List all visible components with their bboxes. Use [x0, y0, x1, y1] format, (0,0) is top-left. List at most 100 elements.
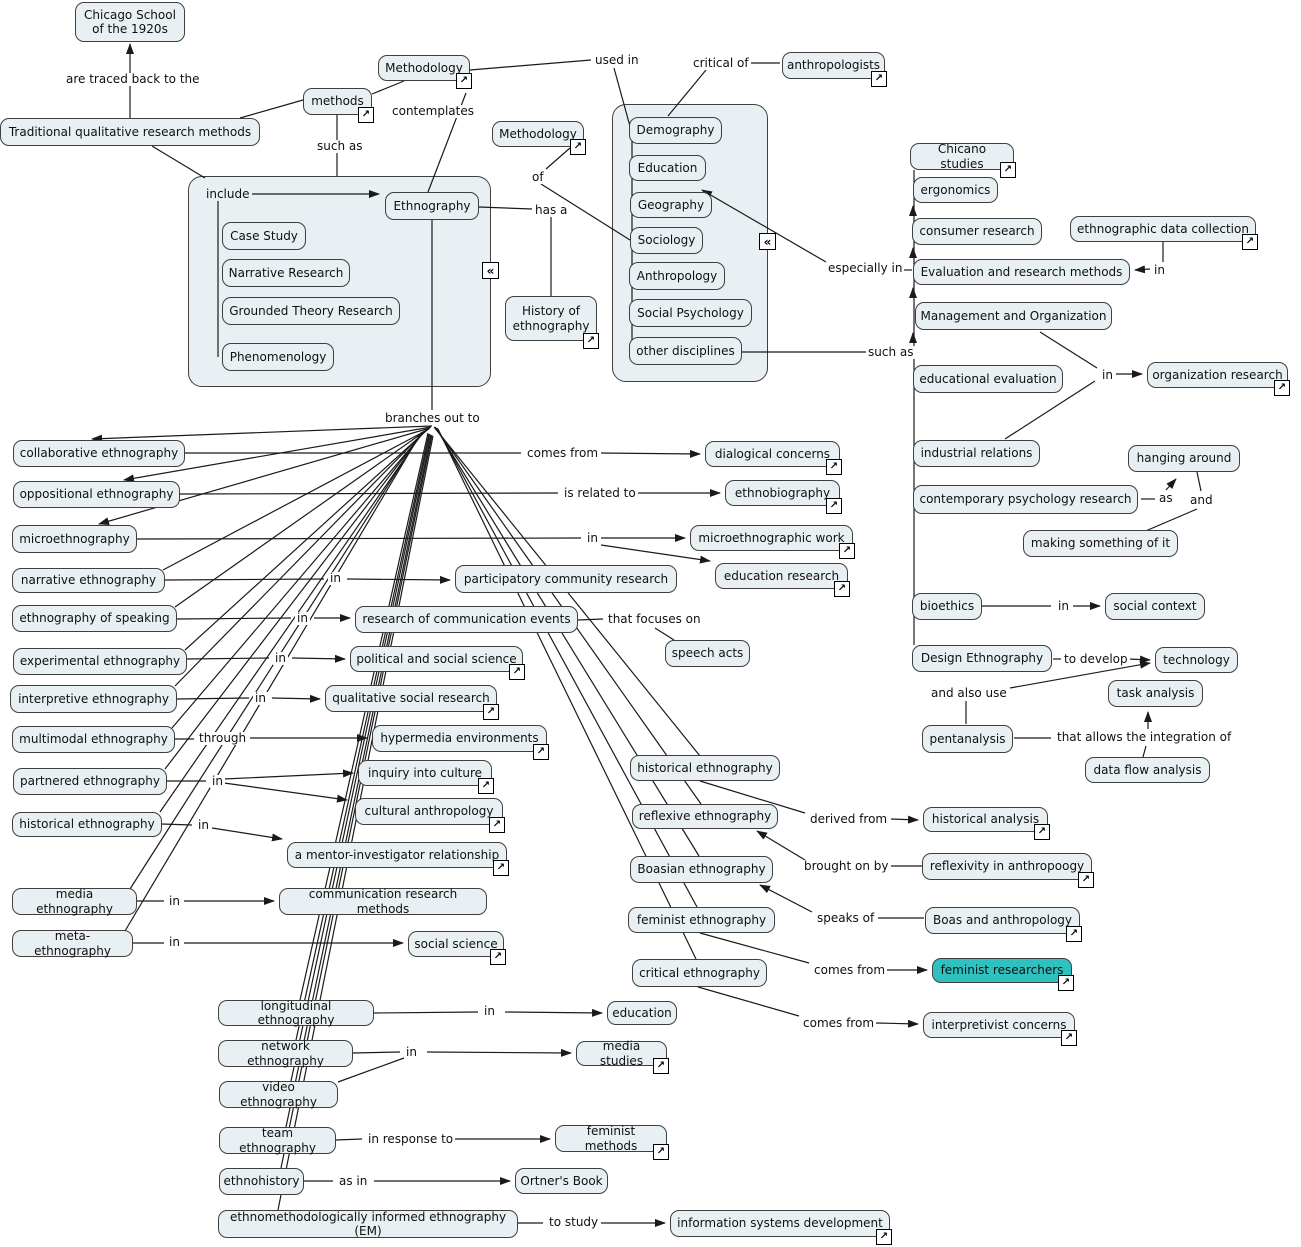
- node-making-something-of-it[interactable]: making something of it: [1023, 530, 1178, 557]
- node-educational-evaluation[interactable]: educational evaluation: [913, 365, 1063, 393]
- node-ethnographic-data-collection[interactable]: ethnographic data collection↗: [1070, 216, 1258, 250]
- link-label-in-narrative[interactable]: in: [328, 571, 343, 586]
- node-consumer-research[interactable]: consumer research: [912, 218, 1042, 245]
- node-information-systems-development[interactable]: information systems development↗: [670, 1210, 892, 1245]
- node-qualitative-social-research[interactable]: qualitative social research↗: [325, 685, 499, 720]
- link-label-in-bioethics[interactable]: in: [1056, 599, 1071, 614]
- link-label-derived-from[interactable]: derived from: [808, 812, 890, 827]
- link-label-to-study[interactable]: to study: [547, 1215, 601, 1230]
- resource-icon[interactable]: ↗: [533, 744, 549, 760]
- link-label-comes-from-3[interactable]: comes from: [801, 1016, 877, 1031]
- resource-icon[interactable]: ↗: [583, 333, 599, 349]
- node-collaborative-ethnography[interactable]: collaborative ethnography: [13, 440, 185, 467]
- node-participatory-community-research[interactable]: participatory community research: [455, 565, 677, 593]
- link-label-brought-on-by[interactable]: brought on by: [802, 859, 891, 874]
- node-social-context[interactable]: social context: [1105, 593, 1205, 620]
- link-label-in-network[interactable]: in: [404, 1045, 419, 1060]
- node-hanging-around[interactable]: hanging around: [1128, 445, 1240, 472]
- node-organization-research[interactable]: organization research↗: [1147, 362, 1290, 396]
- node-data-flow-analysis[interactable]: data flow analysis: [1085, 757, 1210, 783]
- node-experimental-ethnography[interactable]: experimental ethnography: [13, 648, 187, 675]
- resource-icon[interactable]: ↗: [509, 664, 525, 680]
- node-network-ethnography[interactable]: network ethnography: [218, 1039, 353, 1068]
- link-label-in-experimental[interactable]: in: [273, 651, 288, 666]
- node-ethnohistory[interactable]: ethnohistory: [219, 1168, 304, 1195]
- node-methodology-top[interactable]: Methodology↗: [378, 55, 472, 89]
- node-historical-ethnography-right[interactable]: historical ethnography: [630, 755, 780, 781]
- node-case-study[interactable]: Case Study: [222, 222, 306, 250]
- link-label-contemplates[interactable]: contemplates: [390, 104, 476, 119]
- resource-icon[interactable]: ↗: [1066, 926, 1082, 942]
- node-hypermedia-environments[interactable]: hypermedia environments↗: [372, 725, 549, 760]
- node-anthropologists[interactable]: anthropologists↗: [782, 52, 887, 87]
- node-historical-ethnography-left[interactable]: historical ethnography: [12, 812, 162, 837]
- resource-icon[interactable]: ↗: [1058, 975, 1074, 991]
- resource-icon[interactable]: ↗: [1000, 162, 1016, 178]
- resource-icon[interactable]: ↗: [826, 459, 842, 475]
- node-geography[interactable]: Geography: [630, 192, 712, 218]
- node-feminist-researchers[interactable]: feminist researchers↗: [932, 958, 1074, 991]
- resource-icon[interactable]: ↗: [1034, 824, 1050, 840]
- resource-icon[interactable]: ↗: [653, 1144, 669, 1160]
- node-video-ethnography[interactable]: video ethnography: [219, 1080, 338, 1109]
- node-media-ethnography[interactable]: media ethnography: [12, 887, 137, 916]
- link-label-speaks-of[interactable]: speaks of: [815, 911, 877, 926]
- link-label-as-in[interactable]: as in: [337, 1174, 370, 1189]
- link-label-has-a[interactable]: has a: [533, 203, 570, 218]
- node-education-research[interactable]: education research↗: [715, 563, 850, 597]
- node-longitudinal-ethnography[interactable]: longitudinal ethnography: [218, 999, 374, 1027]
- node-bioethics[interactable]: bioethics: [912, 593, 982, 620]
- node-ethnomethodologically-informed-ethnography[interactable]: ethnomethodologically informed ethnograp…: [218, 1210, 518, 1238]
- node-social-psychology[interactable]: Social Psychology: [629, 299, 752, 327]
- node-education-discipline[interactable]: Education: [629, 155, 706, 181]
- link-label-of[interactable]: of: [530, 170, 546, 185]
- link-label-in-media[interactable]: in: [167, 894, 182, 909]
- link-label-in-organization[interactable]: in: [1100, 368, 1115, 383]
- node-boas-and-anthropology[interactable]: Boas and anthropology↗: [925, 907, 1082, 942]
- resource-icon[interactable]: ↗: [653, 1058, 669, 1074]
- node-design-ethnography[interactable]: Design Ethnography: [912, 645, 1052, 672]
- node-communication-research-methods[interactable]: communication research methods: [279, 887, 487, 916]
- node-evaluation-and-research-methods[interactable]: Evaluation and research methods: [913, 259, 1130, 285]
- node-social-science[interactable]: social science↗: [408, 931, 506, 965]
- node-narrative-research[interactable]: Narrative Research: [222, 259, 350, 287]
- node-media-studies[interactable]: media studies↗: [576, 1039, 669, 1074]
- link-label-are-traced-back[interactable]: are traced back to the: [64, 72, 202, 87]
- resource-icon[interactable]: ↗: [489, 817, 505, 833]
- node-ethnography-of-speaking[interactable]: ethnography of speaking: [12, 605, 177, 632]
- node-dialogical-concerns[interactable]: dialogical concerns↗: [705, 441, 842, 475]
- node-chicago-school[interactable]: Chicago School of the 1920s: [75, 2, 185, 42]
- link-label-especially-in[interactable]: especially in: [826, 261, 905, 276]
- node-history-of-ethnography[interactable]: History of ethnography↗: [505, 296, 599, 349]
- node-pentanalysis[interactable]: pentanalysis: [922, 725, 1013, 753]
- node-cultural-anthropology[interactable]: cultural anthropology↗: [355, 798, 505, 833]
- node-meta-ethnography[interactable]: meta-ethnography: [12, 929, 133, 958]
- node-management-and-organization[interactable]: Management and Organization: [915, 302, 1112, 330]
- node-narrative-ethnography[interactable]: narrative ethnography: [12, 568, 165, 593]
- node-demography[interactable]: Demography: [629, 117, 722, 144]
- resource-icon[interactable]: ↗: [570, 139, 586, 155]
- link-label-critical-of[interactable]: critical of: [691, 56, 751, 71]
- node-phenomenology[interactable]: Phenomenology: [222, 343, 334, 371]
- node-ethnography[interactable]: Ethnography: [385, 192, 479, 220]
- link-label-to-develop[interactable]: to develop: [1062, 652, 1130, 667]
- resource-icon[interactable]: ↗: [493, 860, 509, 876]
- link-label-in-interpretive[interactable]: in: [253, 691, 268, 706]
- node-microethnography[interactable]: microethnography: [12, 525, 137, 553]
- link-label-and-hanging[interactable]: and: [1188, 493, 1215, 508]
- resource-icon[interactable]: ↗: [478, 778, 494, 794]
- link-label-as-hanging[interactable]: as: [1157, 491, 1175, 506]
- node-team-ethnography[interactable]: team ethnography: [219, 1126, 336, 1155]
- node-anthropology[interactable]: Anthropology: [629, 262, 725, 290]
- resource-icon[interactable]: ↗: [826, 498, 842, 514]
- node-ortners-book[interactable]: Ortner's Book: [515, 1168, 608, 1194]
- node-other-disciplines[interactable]: other disciplines: [629, 337, 742, 365]
- link-label-such-as-top[interactable]: such as: [315, 139, 365, 154]
- resource-icon[interactable]: ↗: [871, 71, 887, 87]
- link-label-in-evaluation[interactable]: in: [1152, 263, 1167, 278]
- link-label-and-also-use[interactable]: and also use: [929, 686, 1009, 701]
- node-oppositional-ethnography[interactable]: oppositional ethnography: [13, 481, 180, 508]
- node-education-bottom[interactable]: education: [607, 1001, 677, 1025]
- node-methods[interactable]: methods↗: [303, 88, 374, 123]
- node-interpretive-ethnography[interactable]: interpretive ethnography: [10, 685, 177, 713]
